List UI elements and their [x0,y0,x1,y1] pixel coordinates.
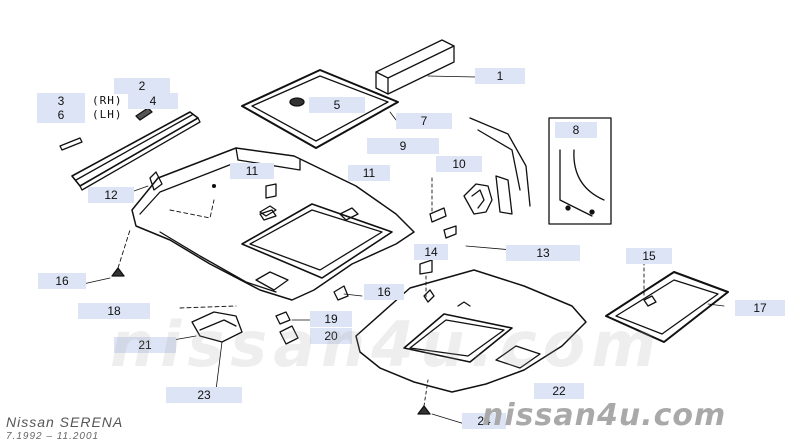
side-lh-label: (LH) [92,108,123,121]
callout-21: 20 [310,328,352,344]
part-8-inset [548,117,612,225]
callout-5: 5 [309,97,365,113]
callout-10: 10 [436,156,482,172]
part-1-foam-block [375,39,477,95]
callout-22: 21 [114,337,176,353]
part-12-front-headliner [111,147,415,301]
callout-3: 3 [37,93,85,109]
callout-14: 13 [506,245,580,261]
callout-16a: 16 [38,273,86,289]
callout-18: 17 [735,300,785,316]
callout-16b: 24 [462,413,506,429]
callout-8: 8 [555,122,597,138]
callout-15: 15 [626,248,672,264]
background-watermark: nissan4u.com [110,308,662,381]
callout-1: 1 [475,68,525,84]
callout-19: 18 [78,303,150,319]
body-pillar-outline [469,117,531,215]
part-23-rear-headliner [355,259,587,415]
side-rh-label: (RH) [92,94,123,107]
production-years: 7.1992 – 11.2001 [6,431,100,442]
callout-17: 16 [364,284,404,300]
callout-7: 7 [396,113,452,129]
callout-9: 9 [367,138,439,154]
callout-20: 19 [310,311,352,327]
model-name: Nissan SERENA [6,414,124,430]
callout-11b: 14 [414,244,448,260]
callout-23: 22 [534,383,584,399]
part-5-7-sunroof-seal [241,69,399,149]
callout-6: 6 [37,107,85,123]
callout-4: 4 [128,93,178,109]
callout-24: 23 [166,387,242,403]
callout-2: 2 [114,78,170,94]
site-watermark: nissan4u.com [482,398,727,433]
part-18-rear-sunroof [605,261,729,343]
callout-11a: 11 [230,163,274,179]
callout-13: 12 [88,187,134,203]
callout-12: 11 [348,165,390,181]
part-4-side-rail [59,107,201,191]
